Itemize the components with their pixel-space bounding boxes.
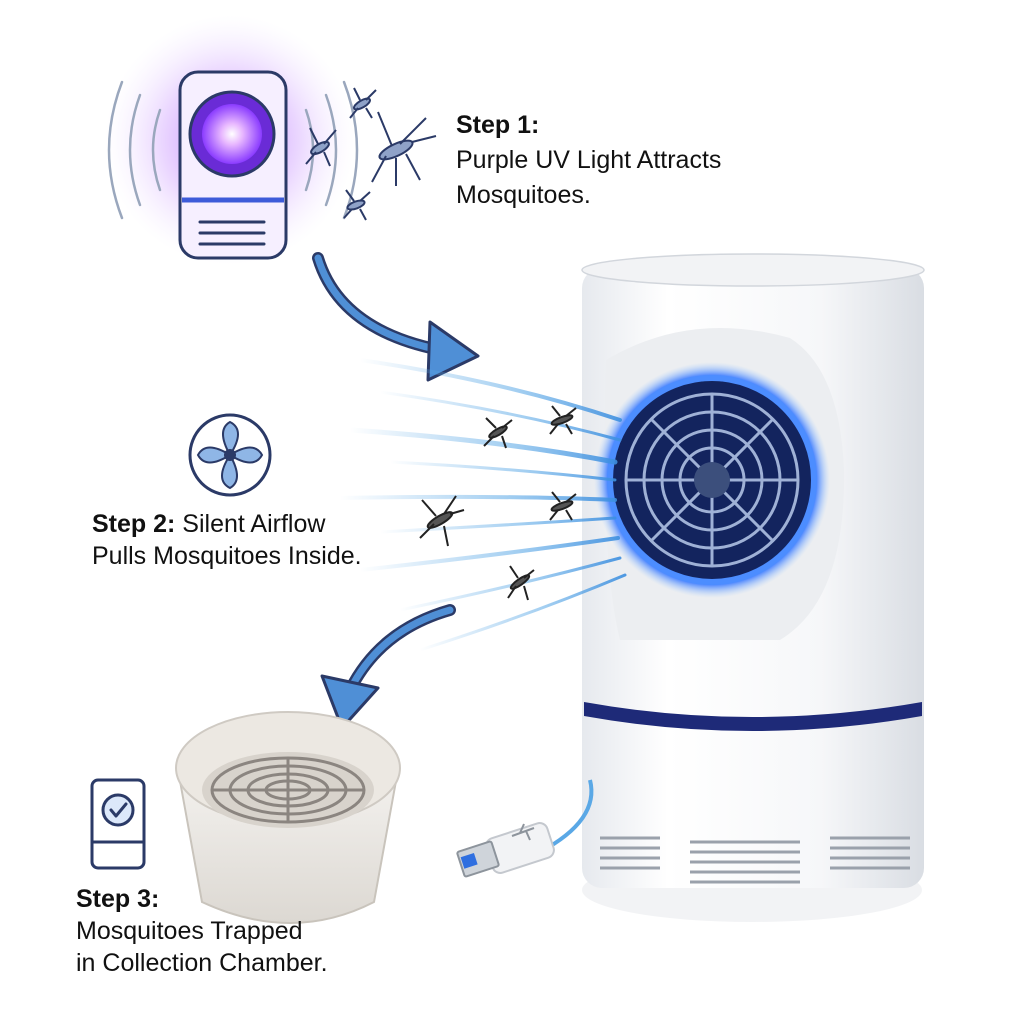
step2-title: Step 2: — [92, 510, 176, 538]
step3-line1: Mosquitoes Trapped — [76, 917, 303, 945]
step2-caption: Step 2: Silent Airflow Pulls Mosquitoes … — [92, 508, 362, 572]
collection-chamber — [175, 711, 401, 924]
accent-band — [584, 702, 922, 731]
mosquito-icon — [419, 405, 577, 601]
step2-line2: Pulls Mosquitoes Inside. — [92, 542, 362, 570]
usb-symbol-icon — [511, 823, 535, 841]
bowl-grille — [210, 756, 366, 824]
step3-line2: in Collection Chamber. — [76, 949, 328, 977]
mosquito-killer-device — [581, 253, 925, 922]
vent-slots — [600, 836, 910, 884]
arrow-down-left-icon — [320, 604, 456, 730]
step2-line1: Silent Airflow — [175, 510, 326, 538]
step3-caption: Step 3: Mosquitoes Trapped in Collection… — [76, 883, 328, 979]
step1-line2: Mosquitoes. — [456, 181, 591, 209]
check-badge-icon — [90, 778, 146, 870]
fan-icon — [188, 413, 272, 497]
usb-cable — [456, 779, 594, 878]
mosquito-icon — [305, 87, 437, 221]
step1-caption: Step 1: Purple UV Light Attracts Mosquit… — [456, 108, 721, 213]
arrow-down-right-icon — [312, 252, 480, 382]
step1-title: Step 1: — [456, 111, 540, 139]
step3-title: Step 3: — [76, 885, 160, 913]
uv-lamp-icon — [105, 15, 437, 265]
signal-waves — [107, 80, 359, 220]
step1-line1: Purple UV Light Attracts — [456, 146, 722, 174]
